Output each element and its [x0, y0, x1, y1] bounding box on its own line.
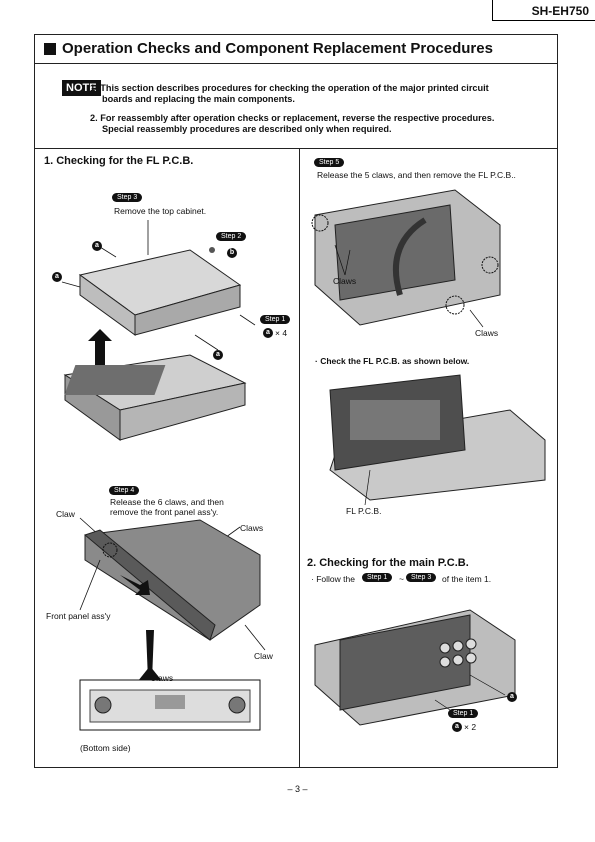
- step-3-text: Remove the top cabinet.: [114, 206, 207, 216]
- screw-count-4: × 4: [275, 328, 288, 338]
- step-2-badge: Step 2: [216, 232, 247, 241]
- main-pcb-illustration: [314, 609, 516, 726]
- fl-pcb-label: FL P.C.B.: [346, 506, 382, 516]
- step-4-text-b: remove the front panel ass'y.: [110, 507, 219, 517]
- follow-step-1-badge: Step 1: [362, 573, 393, 582]
- page-number: – 3 –: [287, 784, 308, 794]
- note-item-2a: 2. For reassembly after operation checks…: [90, 113, 495, 123]
- section-divider: [34, 148, 558, 149]
- step-4-badge: Step 4: [109, 486, 140, 495]
- follow-tilde: ~: [399, 574, 404, 584]
- callout-a-5: a: [507, 692, 517, 702]
- claws-bottom-label: Claws: [150, 673, 174, 683]
- header-divider: [492, 0, 493, 20]
- callout-a-2: a: [52, 272, 62, 282]
- claws-label-b: Claws: [475, 328, 499, 338]
- bottom-side-label: (Bottom side): [80, 743, 131, 753]
- callout-a-6: a: [452, 722, 462, 732]
- step-3-badge: Step 3: [112, 193, 143, 202]
- section-heading-fl-pcb: 1. Checking for the FL P.C.B.: [44, 155, 194, 167]
- page-title: Operation Checks and Component Replaceme…: [62, 40, 493, 57]
- claw-label-1: Claw: [56, 509, 75, 519]
- follow-text-b: of the item 1.: [442, 574, 492, 584]
- step-1-badge: Step 1: [260, 315, 291, 324]
- note-item-1b: boards and replacing the main components…: [102, 94, 295, 104]
- content-frame: [34, 34, 558, 768]
- section-heading-main-pcb: 2. Checking for the main P.C.B.: [307, 557, 469, 569]
- top-cabinet-illustration: [61, 220, 256, 441]
- callout-b: b: [227, 248, 237, 258]
- note-item-2b: Special reassembly procedures are descri…: [102, 124, 392, 134]
- fl-pcb-check-illustration: [329, 374, 546, 505]
- note-item-1a: 1. This section describes procedures for…: [90, 83, 489, 93]
- front-panel-illustration: [79, 517, 266, 731]
- claw-label-2: Claw: [254, 651, 273, 661]
- callout-a-1: a: [92, 241, 102, 251]
- screw-count-2: × 2: [464, 722, 477, 732]
- follow-text-a: · Follow the: [311, 574, 355, 584]
- claws-label-a: Claws: [333, 276, 357, 286]
- header-underline: [492, 20, 595, 21]
- front-panel-label: Front panel ass'y: [46, 611, 111, 621]
- model-number: SH-EH750: [531, 4, 589, 18]
- title-bullet: [44, 43, 56, 55]
- step-5-badge: Step 5: [314, 158, 345, 167]
- title-bar: [34, 34, 558, 64]
- step-1-badge-main: Step 1: [448, 709, 479, 718]
- callout-a-3: a: [263, 328, 273, 338]
- note-badge: NOTE: [62, 80, 101, 96]
- step-5-text: Release the 5 claws, and then remove the…: [317, 170, 516, 180]
- column-divider: [299, 148, 300, 768]
- check-fl-text: · Check the FL P.C.B. as shown below.: [315, 356, 470, 366]
- claws-label-1: Claws: [240, 523, 264, 533]
- callout-a-4: a: [213, 350, 223, 360]
- follow-step-3-badge: Step 3: [406, 573, 437, 582]
- fl-pcb-removal-illustration: [311, 189, 501, 328]
- step-4-text-a: Release the 6 claws, and then: [110, 497, 224, 507]
